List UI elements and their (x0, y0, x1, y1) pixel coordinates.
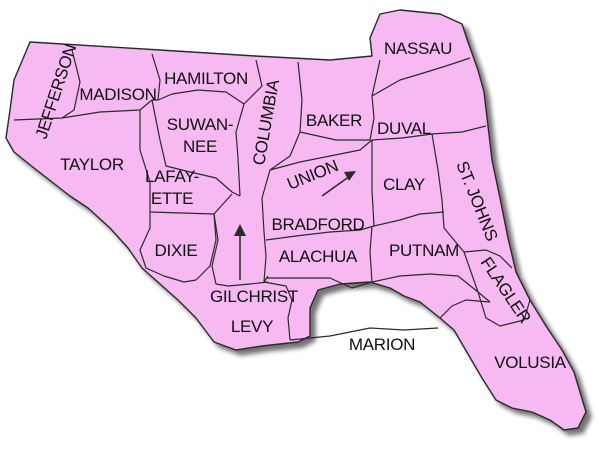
union-arrow (321, 175, 351, 197)
county-label-dixie: DIXIE (155, 241, 198, 260)
union-arrowhead (344, 171, 356, 181)
county-label-hamilton: HAMILTON (164, 69, 248, 88)
region-landmass (5, 9, 587, 431)
county-label-taylor: TAYLOR (60, 155, 124, 174)
county-label-alachua: ALACHUA (279, 247, 358, 266)
county-label-baker: BAKER (306, 111, 362, 130)
county-label-lafayette-line2: ETTE (151, 189, 193, 208)
county-label-gilchrist: GILCHRIST (210, 287, 298, 306)
county-label-suwannee-line1: SUWAN- (167, 115, 234, 134)
county-borders (13, 49, 531, 341)
county-label-duval: DUVAL (377, 119, 431, 138)
county-label-suwannee-line2: NEE (183, 137, 217, 156)
gilchrist-arrowhead (234, 224, 246, 236)
county-label-lafayette-line1: LAFAY- (145, 167, 199, 186)
label-arrows (234, 171, 356, 280)
county-label-levy: LEVY (231, 317, 273, 336)
county-label-madison: MADISON (79, 85, 156, 104)
county-label-marion: MARION (349, 335, 415, 354)
county-label-putnam: PUTNAM (389, 241, 459, 260)
county-label-nassau: NASSAU (384, 39, 452, 58)
county-label-clay: CLAY (383, 175, 425, 194)
county-label-bradford: BRADFORD (272, 215, 365, 234)
county-label-volusia: VOLUSIA (494, 353, 567, 372)
